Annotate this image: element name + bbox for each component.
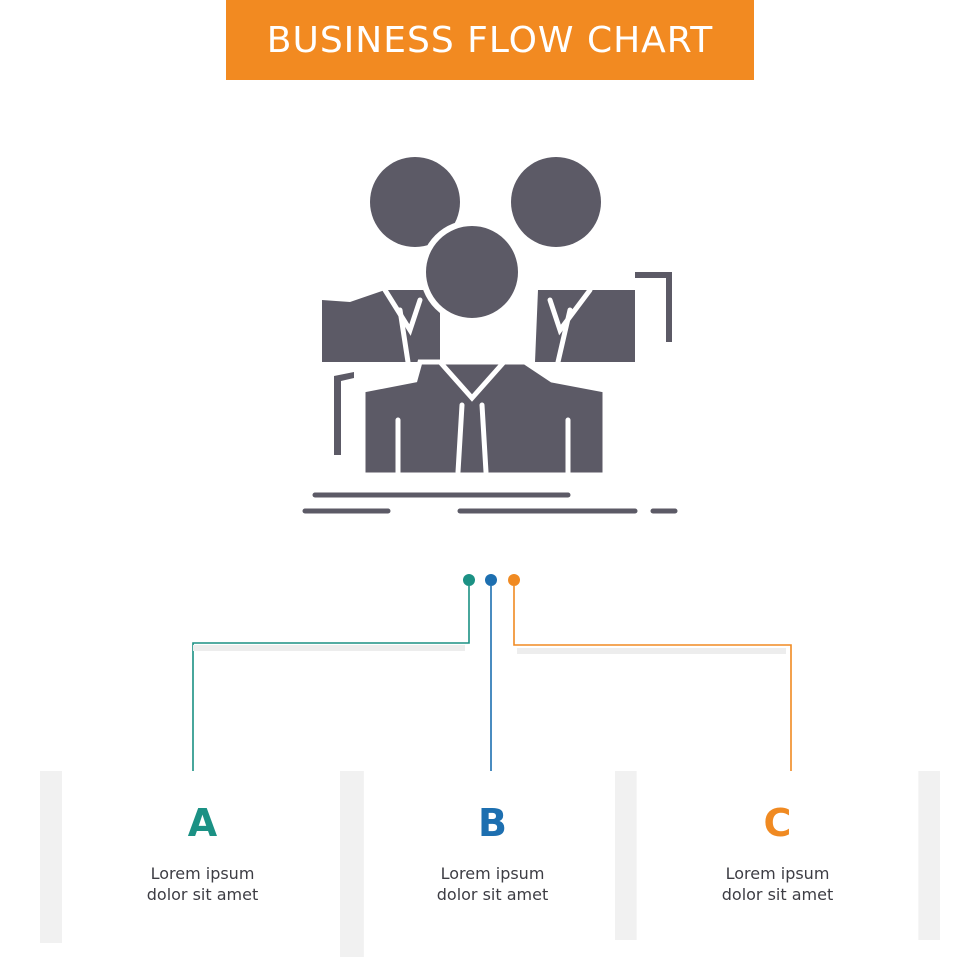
step-letter: C	[763, 801, 792, 845]
dot-c	[508, 574, 520, 586]
connector-a	[192, 586, 470, 780]
page-title: BUSINESS FLOW CHART	[266, 19, 714, 61]
dot-b	[485, 574, 497, 586]
step-card-c: C Lorem ipsum dolor sit amet	[615, 771, 940, 943]
step-description: Lorem ipsum dolor sit amet	[436, 864, 549, 904]
flow-connectors	[192, 574, 792, 780]
team-group-icon	[302, 157, 678, 514]
step-description: Lorem ipsum dolor sit amet	[721, 864, 834, 904]
title-banner: BUSINESS FLOW CHART	[226, 0, 754, 80]
step-card-a: A Lorem ipsum dolor sit amet	[40, 771, 365, 943]
step-card-b: B Lorem ipsum dolor sit amet	[340, 771, 665, 958]
step-letter: B	[478, 801, 507, 845]
connector-c	[513, 586, 792, 780]
step-letter: A	[187, 801, 218, 845]
step-description: Lorem ipsum dolor sit amet	[146, 864, 259, 904]
dot-a	[463, 574, 475, 586]
